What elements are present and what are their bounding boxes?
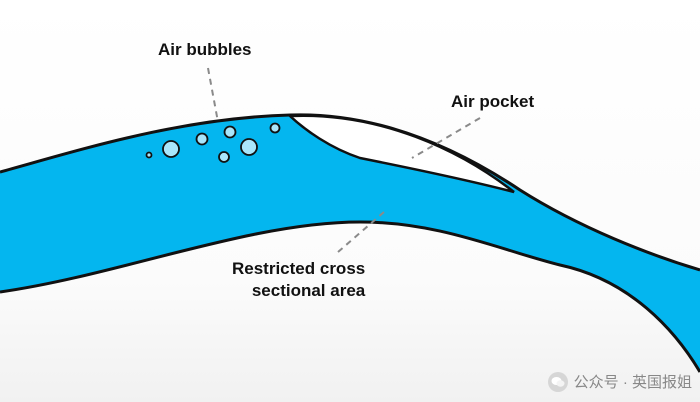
watermark-text: 公众号 · 英国报姐 bbox=[573, 374, 692, 391]
air-bubbles bbox=[145, 122, 281, 163]
pipe-bottom-wall bbox=[0, 220, 700, 373]
restricted-label-line2: sectional area bbox=[251, 281, 366, 300]
water-flow bbox=[0, 114, 700, 372]
restricted-label-line1: Restricted cross bbox=[232, 259, 366, 278]
air-bubble bbox=[162, 140, 180, 158]
air-pocket-label: Air pocket bbox=[451, 92, 535, 111]
air-bubble bbox=[269, 122, 281, 134]
restricted-area-label: Restricted cross sectional area bbox=[232, 258, 365, 302]
wechat-icon bbox=[547, 371, 568, 392]
air-bubble bbox=[240, 138, 258, 156]
air-bubble bbox=[195, 132, 209, 146]
air-bubble bbox=[145, 151, 153, 159]
watermark: 公众号 · 英国报姐 bbox=[547, 371, 692, 392]
air-bubbles-leader bbox=[207, 67, 219, 123]
air-bubble bbox=[223, 125, 237, 139]
air-bubble bbox=[218, 151, 230, 163]
air-pocket bbox=[286, 114, 515, 194]
air-pocket-leader bbox=[411, 117, 481, 159]
air-bubbles-label: Air bubbles bbox=[158, 40, 252, 59]
